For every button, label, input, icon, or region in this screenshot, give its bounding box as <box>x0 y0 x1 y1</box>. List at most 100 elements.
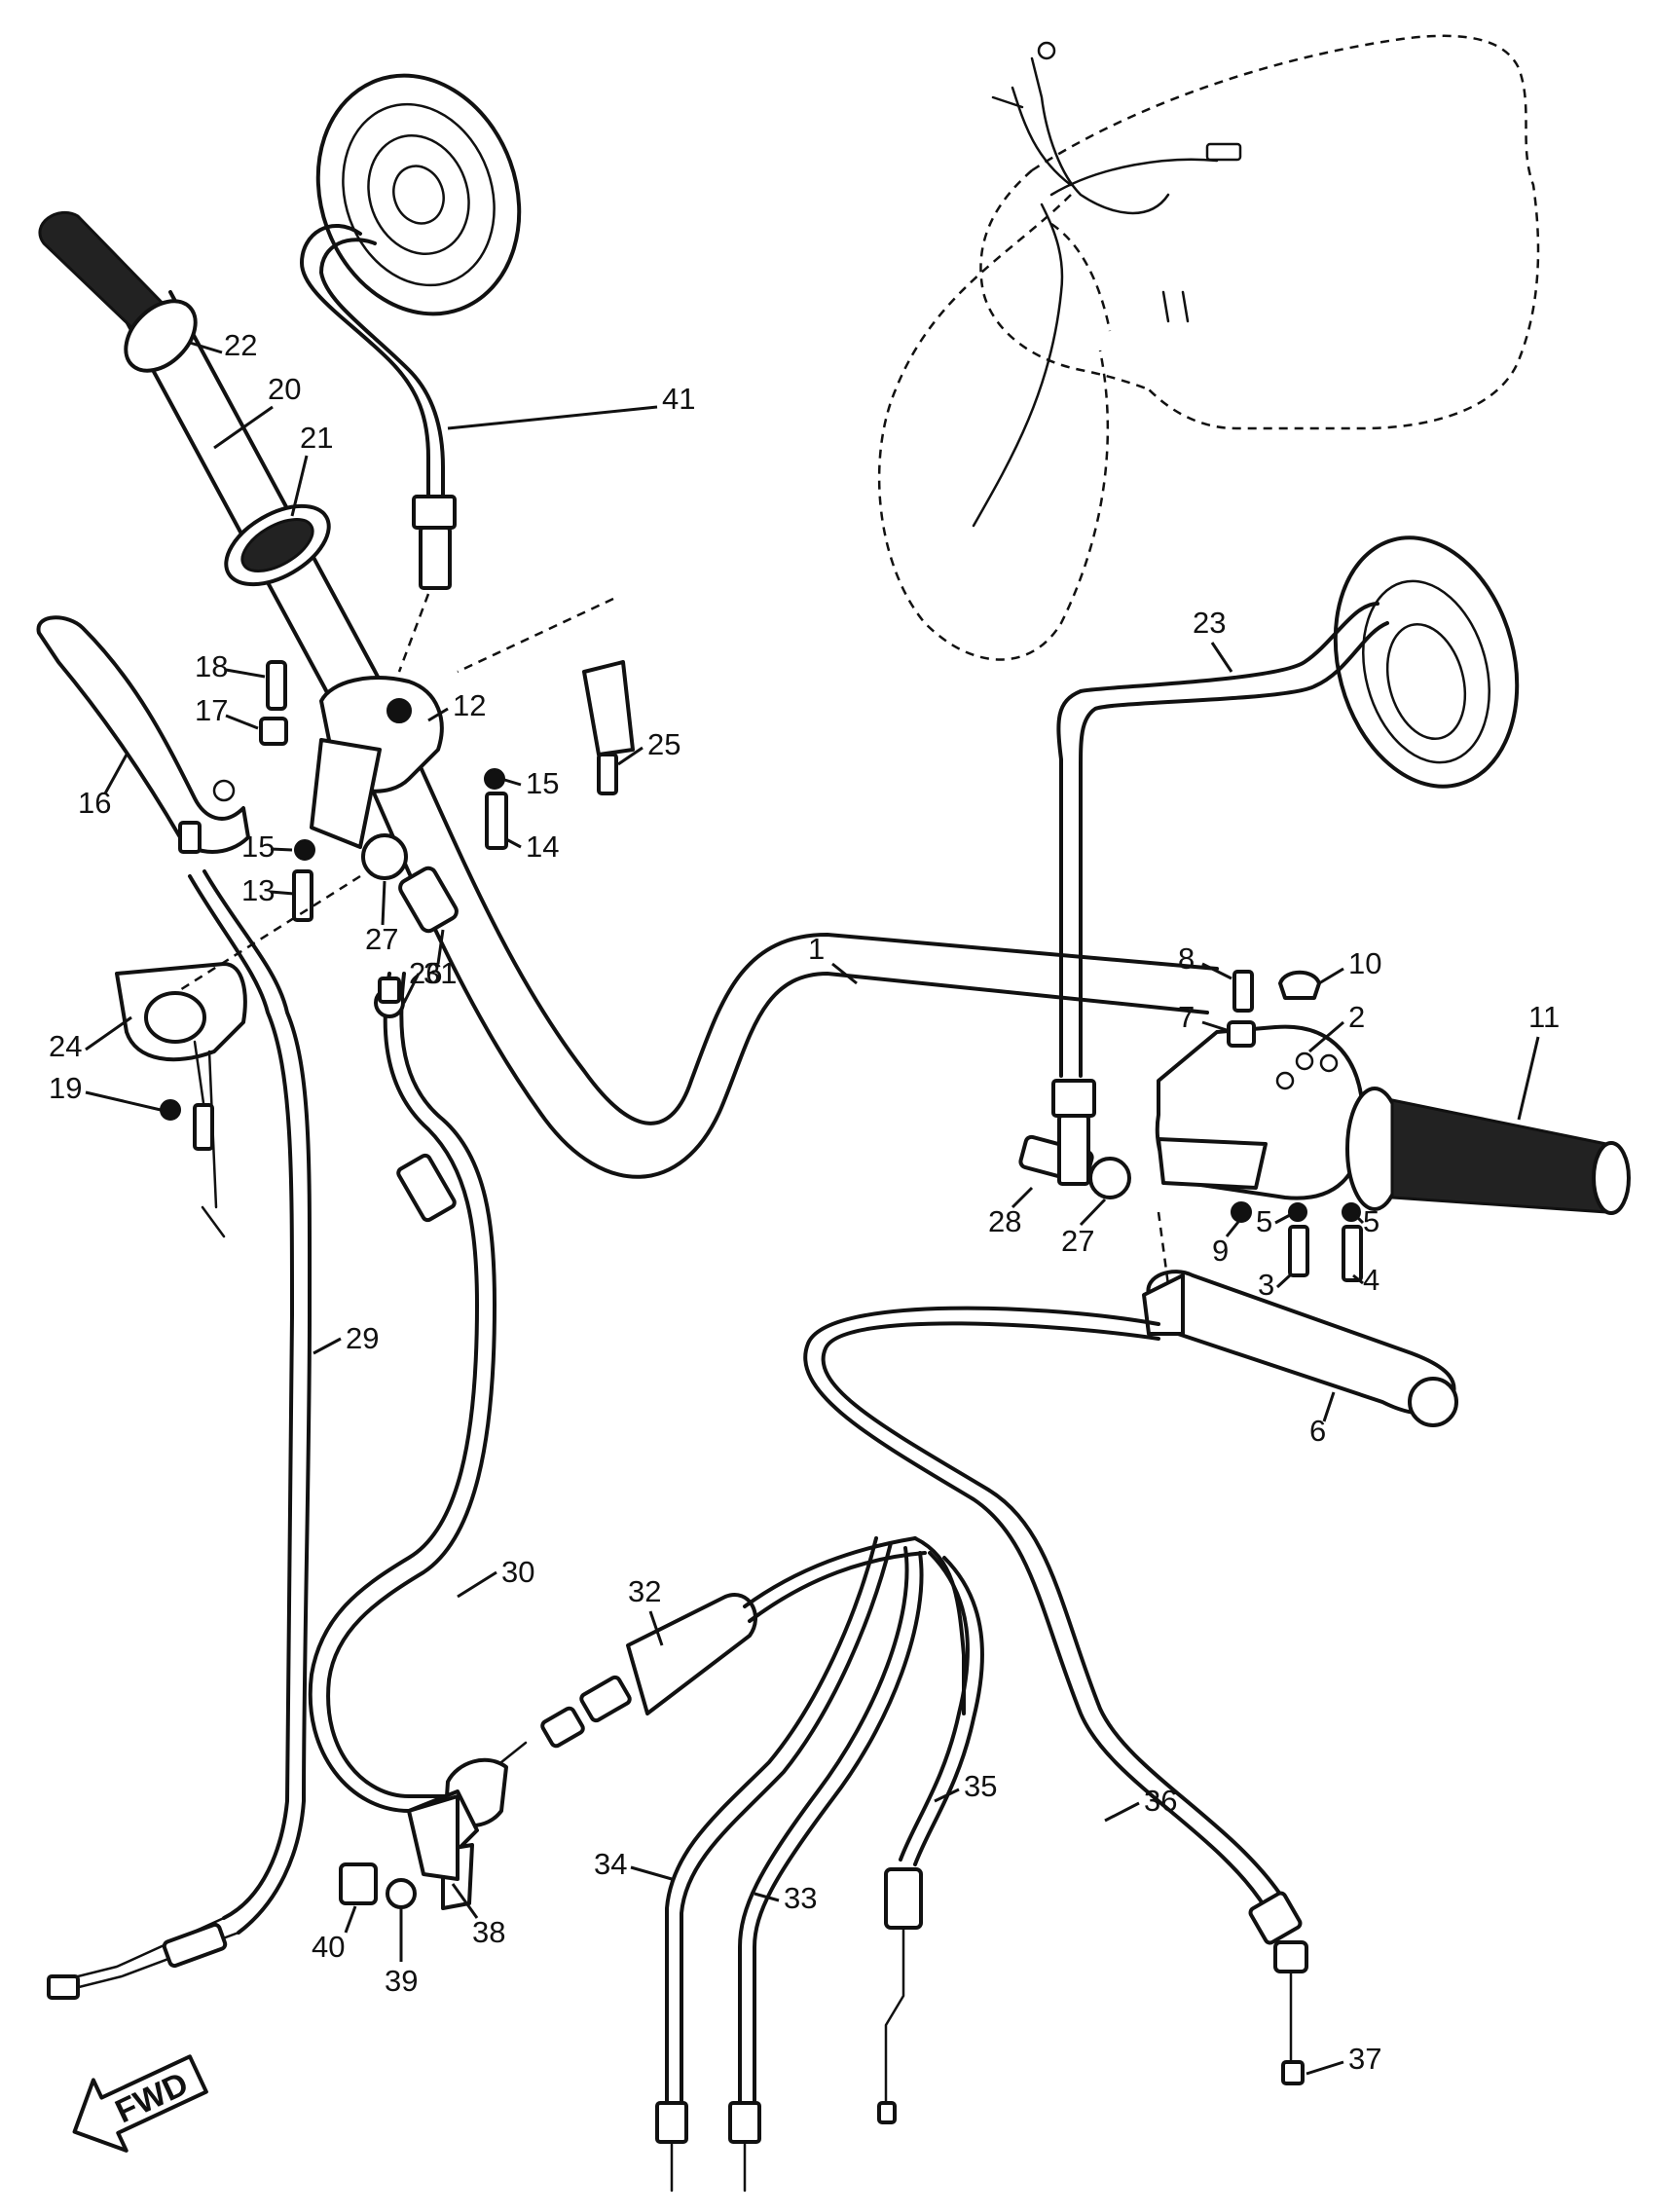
svg-text:29: 29 <box>346 1321 379 1355</box>
callout-21: 21 <box>290 421 333 517</box>
callout-23: 23 <box>1193 606 1233 673</box>
svg-text:32: 32 <box>628 1574 661 1608</box>
callout-5a: 5 <box>1256 1204 1291 1238</box>
callout-25: 25 <box>617 727 680 766</box>
callout-10: 10 <box>1318 946 1381 985</box>
callout-39: 39 <box>385 1908 418 1998</box>
right-mirror <box>1051 535 1520 1186</box>
svg-text:28: 28 <box>988 1204 1021 1238</box>
callout-37: 37 <box>1306 2042 1381 2076</box>
callout-3: 3 <box>1258 1268 1292 1302</box>
svg-text:36: 36 <box>1144 1784 1177 1818</box>
svg-text:14: 14 <box>526 830 559 864</box>
callout-12: 12 <box>427 688 486 722</box>
callout-4: 4 <box>1352 1263 1379 1297</box>
callout-35: 35 <box>934 1769 997 1803</box>
callout-29: 29 <box>313 1321 379 1355</box>
motorcycle-outline <box>877 34 1540 661</box>
clutch-lever <box>36 615 250 854</box>
left-switch <box>115 962 247 1238</box>
svg-text:10: 10 <box>1348 946 1381 980</box>
callout-5b: 5 <box>1353 1204 1379 1238</box>
left-grip <box>38 210 198 373</box>
throttle-cable <box>308 972 496 1813</box>
svg-text:4: 4 <box>1363 1263 1379 1297</box>
callout-16: 16 <box>78 754 129 820</box>
callout-30: 30 <box>457 1555 534 1599</box>
svg-text:7: 7 <box>1178 1000 1195 1034</box>
svg-text:35: 35 <box>964 1769 997 1803</box>
assembly-lines <box>174 593 1170 1286</box>
svg-text:11: 11 <box>1528 1000 1560 1034</box>
callout-9: 9 <box>1212 1221 1240 1268</box>
svg-text:17: 17 <box>195 693 228 727</box>
left-lever-holder <box>310 676 444 849</box>
callout-31: 31 <box>402 956 457 1004</box>
callout-7: 7 <box>1178 1000 1228 1034</box>
svg-text:27: 27 <box>1061 1224 1094 1258</box>
svg-text:37: 37 <box>1348 2042 1381 2076</box>
callout-2: 2 <box>1308 1000 1365 1053</box>
callout-13: 13 <box>241 873 295 907</box>
handlebar <box>125 290 1219 1179</box>
callout-6: 6 <box>1309 1391 1336 1448</box>
callout-19: 19 <box>49 1071 162 1112</box>
right-lever-holder <box>1155 1024 1365 1200</box>
clutch-cable <box>47 821 313 2000</box>
brake-lever <box>1142 1270 1458 1427</box>
svg-text:12: 12 <box>453 688 486 722</box>
callout-28: 28 <box>988 1186 1034 1238</box>
svg-text:5: 5 <box>1363 1204 1379 1238</box>
switch-25 <box>582 660 635 795</box>
svg-text:31: 31 <box>423 956 457 990</box>
callout-8: 8 <box>1178 941 1232 980</box>
cable-34 <box>655 1536 893 2193</box>
svg-text:38: 38 <box>472 1915 505 1949</box>
callout-11: 11 <box>1517 1000 1560 1121</box>
callout-18: 18 <box>195 649 266 683</box>
svg-text:18: 18 <box>195 649 228 683</box>
svg-text:34: 34 <box>594 1847 627 1881</box>
svg-text:22: 22 <box>224 328 257 362</box>
callout-38: 38 <box>451 1883 505 1949</box>
svg-text:40: 40 <box>312 1930 345 1964</box>
svg-text:2: 2 <box>1348 1000 1365 1034</box>
svg-text:41: 41 <box>662 382 695 416</box>
left-mirror <box>300 73 522 590</box>
cable-36 <box>803 1306 1308 2085</box>
cable-33 <box>728 1546 924 2193</box>
callout-24: 24 <box>49 1015 132 1063</box>
callout-15b: 15 <box>241 830 293 864</box>
throttle-flange <box>224 503 331 587</box>
callout-34: 34 <box>594 1847 673 1881</box>
callout-27b: 27 <box>1061 1198 1107 1258</box>
svg-text:39: 39 <box>385 1964 418 1998</box>
svg-text:24: 24 <box>49 1029 82 1063</box>
svg-text:15: 15 <box>241 830 275 864</box>
svg-text:27: 27 <box>365 922 398 956</box>
svg-text:3: 3 <box>1258 1268 1274 1302</box>
callout-15a: 15 <box>500 766 559 800</box>
callout-22: 22 <box>189 328 257 362</box>
svg-text:30: 30 <box>501 1555 534 1589</box>
callout-20: 20 <box>213 372 301 450</box>
callout-17: 17 <box>195 693 259 730</box>
callout-14: 14 <box>505 830 559 864</box>
callout-41: 41 <box>447 382 695 430</box>
callout-labels: 1 2 3 4 5 5 6 7 8 9 10 11 12 13 14 15 15… <box>49 328 1560 2076</box>
svg-text:33: 33 <box>784 1881 817 1915</box>
svg-text:8: 8 <box>1178 941 1195 976</box>
callout-27a: 27 <box>365 880 398 956</box>
callout-33: 33 <box>754 1881 817 1915</box>
svg-text:20: 20 <box>268 372 301 406</box>
svg-text:21: 21 <box>300 421 333 455</box>
svg-text:6: 6 <box>1309 1414 1326 1448</box>
svg-text:13: 13 <box>241 873 275 907</box>
svg-text:9: 9 <box>1212 1234 1229 1268</box>
callout-32: 32 <box>628 1574 664 1646</box>
svg-text:15: 15 <box>526 766 559 800</box>
callout-36: 36 <box>1104 1784 1177 1823</box>
bolts-left <box>259 660 508 934</box>
svg-text:23: 23 <box>1193 606 1226 640</box>
